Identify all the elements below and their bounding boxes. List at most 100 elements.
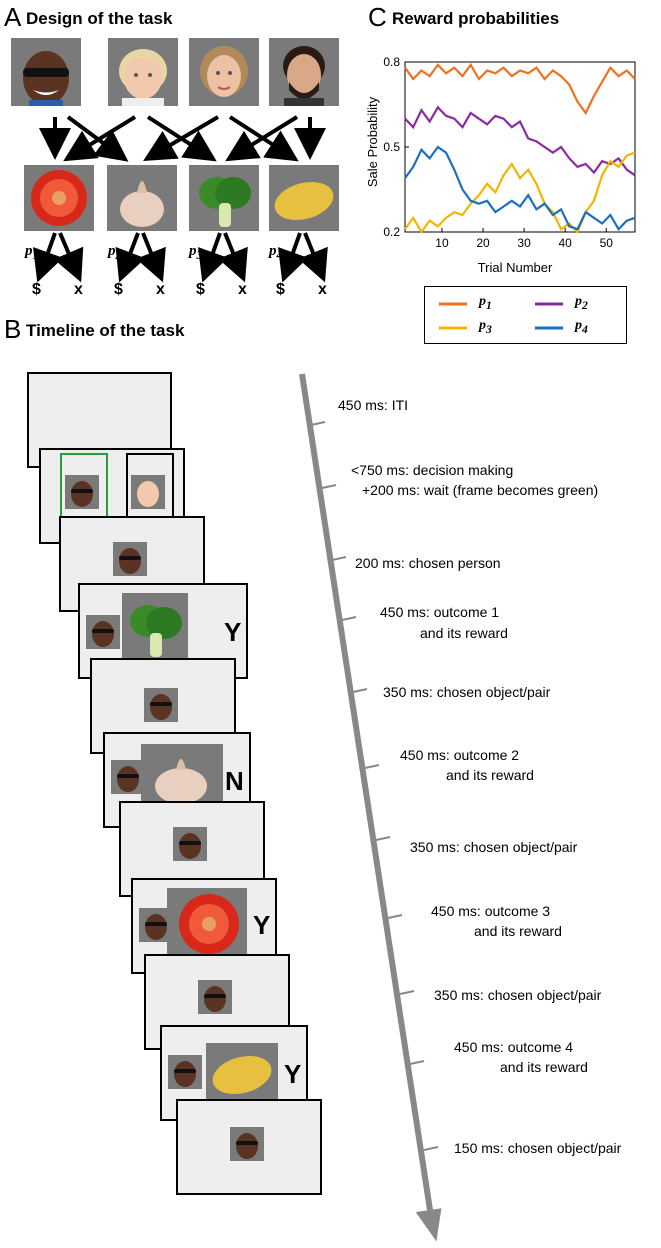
prob-label-1: p1	[25, 243, 39, 263]
person-1-face-icon	[204, 986, 226, 1012]
person-1-face-icon	[23, 51, 69, 106]
timeline-label-reward-2: and its reward	[446, 767, 534, 783]
prob-letter: p	[575, 294, 582, 309]
reward-symbol: $	[196, 281, 205, 298]
person-1-thumb	[173, 827, 207, 861]
legend-swatches	[439, 302, 563, 330]
timeline-label-outcome-2: 450 ms: outcome 2	[400, 747, 520, 763]
person-1-face-icon	[119, 548, 141, 574]
timeline-label-outcome-3: 450 ms: outcome 3	[431, 903, 551, 919]
timeline-label-wait: +200 ms: wait (frame becomes green)	[362, 482, 599, 498]
legend-label-p1: p1	[479, 294, 492, 312]
prob-label-2: p2	[108, 243, 122, 263]
lettuce-thumb	[122, 593, 188, 663]
reward-feedback-3: Y	[253, 910, 271, 940]
timeline-label-chosen-person: 200 ms: chosen person	[355, 555, 501, 571]
object-tomato-image	[24, 165, 94, 231]
y-axis-label: Sale Probability	[365, 96, 380, 187]
x-tick-label: 30	[517, 236, 531, 250]
legend-label-p3: p3	[479, 318, 492, 336]
timeline-label-outcome-4: 450 ms: outcome 4	[454, 1039, 574, 1055]
time-arrow	[299, 373, 442, 1242]
person-1-image	[11, 38, 81, 106]
prob-letter: p	[479, 294, 486, 309]
panel-c-title: Reward probabilities	[392, 9, 560, 28]
person-2-face-icon	[119, 49, 167, 106]
person-1-face-icon	[145, 914, 167, 940]
no-reward-symbol: x	[156, 281, 165, 298]
person-4-image	[269, 38, 339, 106]
frame-chosen-pair-4	[176, 1099, 322, 1195]
panel-b-title: Timeline of the task	[26, 321, 185, 340]
prob-label-4: p4	[269, 243, 283, 263]
prob-subscript: 4	[582, 322, 588, 336]
object-lettuce-image	[189, 165, 259, 231]
person-2-face-icon	[137, 481, 159, 507]
prob-subscript: 1	[486, 298, 492, 312]
potato-icon	[274, 181, 334, 221]
tomato-thumb	[167, 888, 247, 956]
object-potato-image	[269, 165, 339, 231]
no-reward-symbol: x	[238, 281, 247, 298]
panel-b-letter: B	[4, 314, 22, 344]
person-1-thumb	[230, 1127, 264, 1161]
x-tick-label: 10	[435, 236, 449, 250]
prob-subscript: 4	[276, 248, 283, 262]
x-tick-label: 20	[476, 236, 490, 250]
timeline-label-reward-3: and its reward	[474, 923, 562, 939]
timeline-label-reward-4: and its reward	[500, 1059, 588, 1075]
person-1-face-icon	[150, 694, 172, 720]
prob-letter: p	[108, 243, 116, 259]
garlic-icon	[120, 181, 164, 227]
prob-letter: p	[189, 243, 197, 259]
series-line-p3	[404, 151, 636, 235]
timeline-label-decision: <750 ms: decision making	[351, 462, 514, 478]
reward-symbol: $	[114, 281, 123, 298]
timeline-label-iti: 450 ms: ITI	[338, 397, 409, 413]
prob-subscript: 2	[115, 248, 122, 262]
person-2-image	[108, 38, 178, 106]
panel-a-letter: A	[4, 2, 22, 32]
prob-subscript: 3	[486, 322, 492, 336]
panel-c-letter: C	[368, 2, 387, 32]
person-3-face-icon	[200, 46, 248, 97]
person-1-face-icon	[179, 833, 201, 859]
no-reward-symbol: x	[74, 281, 83, 298]
person-4-face-icon	[283, 46, 325, 106]
y-tick-label: 0.2	[383, 225, 400, 239]
series-line-p4	[404, 145, 636, 231]
prob-subscript: 2	[582, 298, 588, 312]
y-tick-label: 0.5	[383, 140, 400, 154]
legend-label-p4: p4	[575, 318, 588, 336]
timeline-label-pair-4: 150 ms: chosen object/pair	[454, 1140, 622, 1156]
potato-icon	[212, 1055, 272, 1095]
prob-letter: p	[25, 243, 33, 259]
series-line-p1	[404, 62, 636, 116]
tomato-icon	[179, 894, 239, 954]
prob-subscript: 3	[196, 248, 203, 262]
reward-symbol: $	[32, 281, 41, 298]
timeline-label-reward-1: and its reward	[420, 625, 508, 641]
person-1-face-icon	[71, 481, 93, 507]
person-1-thumb	[65, 475, 99, 509]
legend-label-p2: p2	[575, 294, 588, 312]
x-tick-label: 50	[600, 236, 614, 250]
person-1-face-icon	[117, 766, 139, 792]
y-tick-label: 0.8	[383, 55, 400, 69]
prob-label-3: p3	[189, 243, 203, 263]
timeline-label-outcome-1: 450 ms: outcome 1	[380, 604, 500, 620]
person-2-thumb	[131, 475, 165, 509]
reward-feedback-4: Y	[284, 1059, 302, 1089]
lettuce-icon	[199, 177, 251, 227]
person-1-thumb	[144, 688, 178, 722]
x-axis-label: Trial Number	[478, 260, 553, 275]
chart-legend: p1 p2 p3 p4	[424, 286, 627, 344]
person-3-image	[189, 38, 259, 106]
series-line-p2	[404, 105, 636, 177]
lettuce-icon	[130, 605, 182, 657]
prob-subscript: 1	[32, 248, 39, 262]
timeline-label-pair-1: 350 ms: chosen object/pair	[383, 684, 551, 700]
panel-a-title: Design of the task	[26, 9, 173, 28]
prob-letter: p	[479, 318, 486, 333]
